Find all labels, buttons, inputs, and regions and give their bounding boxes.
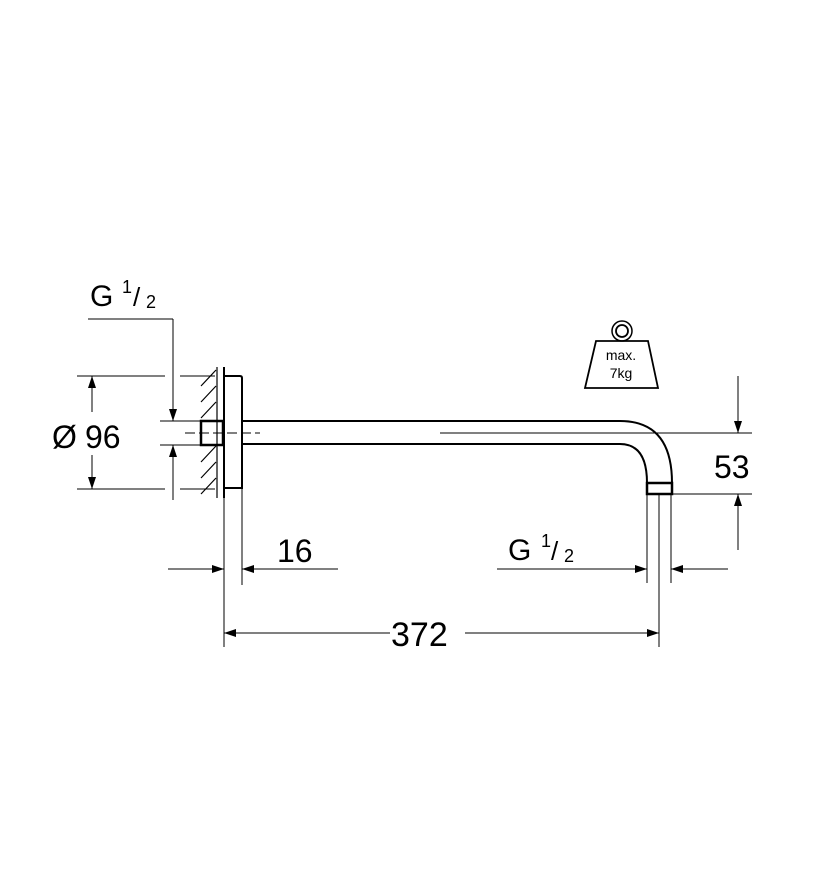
svg-text:1: 1 xyxy=(122,277,132,297)
svg-text:2: 2 xyxy=(564,546,574,566)
svg-text:G: G xyxy=(90,280,113,313)
weight-max-label: max. xyxy=(606,347,636,363)
weight-icon xyxy=(583,320,660,389)
svg-text:2: 2 xyxy=(146,292,156,312)
shower-arm xyxy=(242,420,674,647)
flange-depth-label: 16 xyxy=(277,533,313,569)
flange-diameter-symbol: Ø xyxy=(52,419,77,455)
svg-text:/: / xyxy=(133,282,141,312)
svg-text:1: 1 xyxy=(541,531,551,551)
inlet-thread-label: G 1 / 2 xyxy=(90,277,156,313)
drop-height-label: 53 xyxy=(714,449,750,485)
inlet-nipple xyxy=(185,419,260,447)
flange-diameter-label: 96 xyxy=(85,419,121,455)
inlet-thread-dimension xyxy=(88,318,200,500)
drop-height-dimension xyxy=(440,376,752,550)
projection-label: 372 xyxy=(391,616,448,654)
outlet-thread-label: G 1 / 2 xyxy=(508,531,574,567)
wall-flange xyxy=(223,367,243,647)
svg-text:/: / xyxy=(551,536,559,566)
weight-value-label: 7kg xyxy=(610,365,633,381)
svg-text:G: G xyxy=(508,534,531,567)
flange-diameter-dimension xyxy=(77,375,215,490)
